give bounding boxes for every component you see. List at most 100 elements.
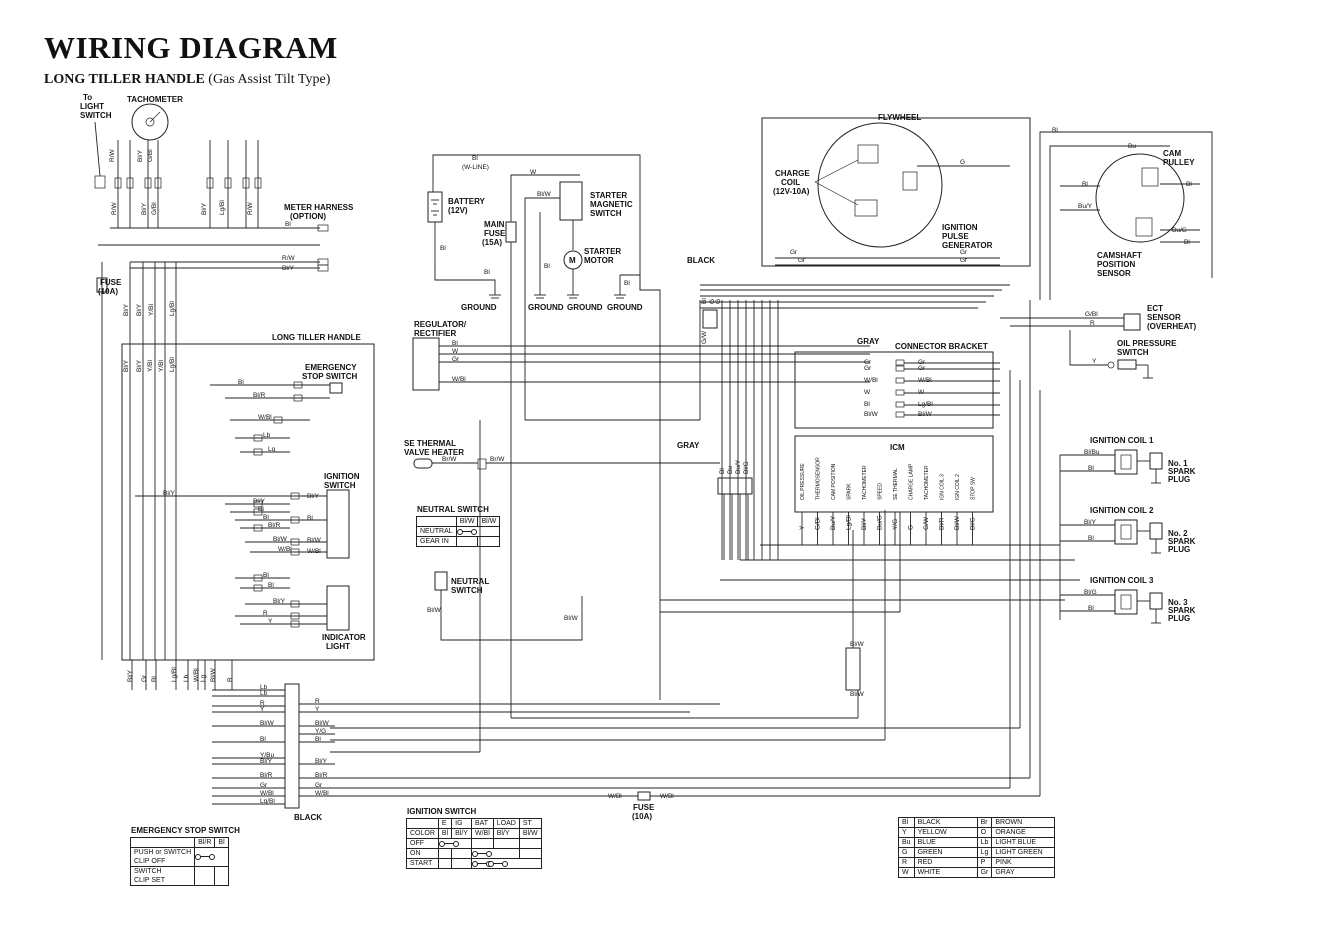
icm-label: ICM [890,443,905,452]
icm-pin-label: G [908,525,915,530]
charge-coil-l1: CHARGE [775,169,810,178]
handle-wire-label: Bl [263,514,269,521]
handle-wire-label: W/Bl [258,414,272,421]
legend-cell: Bl [898,817,915,828]
harness-left-label: R [260,700,265,707]
icm-pin-function: IGN COIL 2 [955,474,961,500]
spark-plug-label: SPARK [1168,467,1196,476]
black-connector-top-label: BLACK [687,256,715,265]
bottom-fuse-l2: (10A) [632,812,652,821]
legend-cell: BLUE [913,837,978,848]
harness-right-label: R [315,698,320,705]
harness-left-label: Y/Bu [260,752,274,759]
connector-bracket-box [794,351,994,429]
legend-cell: GREEN [913,847,978,858]
cam-wire [1049,145,1170,300]
handle-bottom-label: Bl/Y [127,669,134,682]
bottom-fuse-symbol [637,791,651,801]
coil-label: IGNITION COIL 2 [1090,506,1154,515]
icm-pin-function: TACHOMETER [862,465,868,500]
to-light-switch-l2: LIGHT [80,102,104,111]
gray-conn-label: Bu [727,466,734,474]
handle-plug [290,612,300,620]
fuse-10a-l1: FUSE [100,278,122,287]
meter-wire-bl: Bl [285,221,291,228]
ipg-l1: IGNITION [942,223,978,232]
bracket-plug [895,401,905,408]
black-conn-label: G/W [701,330,708,344]
meter-harness-l1: METER HARNESS [284,203,354,212]
oil-wire-y: Y [1092,358,1097,365]
ground-wire-bl: Bl [484,269,490,276]
harness-left-label: Bl/R [260,772,273,779]
gray-connector-left [717,477,753,495]
icm-pin-label: Bl/R [939,517,946,530]
nt-h0 [416,516,457,527]
spark-plug-label: No. 2 [1168,529,1188,538]
bracket-right-label: Lg/Bl [918,401,933,408]
handle-wire-label: Bl [263,572,269,579]
indicator-light-symbol [326,585,350,631]
ect-l2: SENSOR [1147,313,1181,322]
regulator-wire-label: W/Bl [452,376,466,383]
bracket-left-label: Gr [864,365,872,372]
tach-plug-label: Bl/Y [141,202,148,215]
meter-wires: Bl R/W Bl/Y [98,221,329,272]
battery-l2: (12V) [448,206,468,215]
starter-ground-bl: Bl [544,263,550,270]
ect-l1: ECT [1147,304,1163,313]
flywheel-wire-label: Gr [960,257,968,264]
ipg-l3: GENERATOR [942,241,993,250]
ect-sensor-symbol [1123,313,1141,331]
starter-motor-l2: MOTOR [584,256,614,265]
ground-label-3: GROUND [567,303,603,312]
tach-top-label: Bl/Y [137,149,144,162]
harness-right-label: Bl/R [315,772,328,779]
handle-wire-label: Bl/R [253,392,266,399]
ect-wire-gbl: G/Bl [1085,311,1098,318]
bracket-right-label: Gr [918,365,926,372]
ect-l3: (OVERHEAT) [1147,322,1197,331]
cam-wire-label: Bl [1052,127,1058,134]
coil-symbol [1114,449,1138,475]
gray-conn-label: Bl [719,468,726,474]
icm-pin-label: Y [799,525,806,530]
handle-wire-label: Bl [238,379,244,386]
legend-cell: R [898,857,915,868]
bracket-right-label: Bl/W [918,411,933,418]
handle-bottom-label: Lg/Bl [171,667,178,682]
et-row-switch: SWITCH [129,866,196,876]
handle-wire-label: Bl [268,582,274,589]
black-conn-label: Bl [701,298,708,304]
black-conn-label: G [715,299,722,304]
emergency-stop-label-l1: EMERGENCY [305,363,357,372]
spark-plug-symbol [1149,452,1163,470]
tach-top-label: G/Bl [147,149,154,162]
et-h0 [129,837,196,848]
charge-coil-l3: (12V-10A) [773,187,810,196]
coil-core [1120,594,1132,610]
bracket-left-label: Bl [864,401,870,408]
handle-bottom-label: Lb [183,674,190,682]
light-switch-plug [94,175,106,189]
nt-row-gear-in: GEAR IN [416,536,457,547]
coil-wire-label: Bl [1088,535,1094,542]
icm-box [794,435,994,513]
cam-wire-label: Bu [1128,143,1136,150]
handle-wire-label: Bl/Y [273,598,286,605]
icm-pin-function: CHARGE LAMP [909,463,915,500]
harness-right-label: Y [315,706,320,713]
handle-wire-label: Bl [258,506,264,513]
flywheel-wire-label: Gr [960,249,968,256]
charge-coil-lower [854,199,878,217]
starter-wire-blw: Bl/W [537,191,552,198]
fuse-down-label: Y/Bl [148,304,155,316]
cam-pulley-l1: CAM [1163,149,1182,158]
legend-cell: Lb [976,837,993,848]
bracket-left-label: Gr [864,359,872,366]
